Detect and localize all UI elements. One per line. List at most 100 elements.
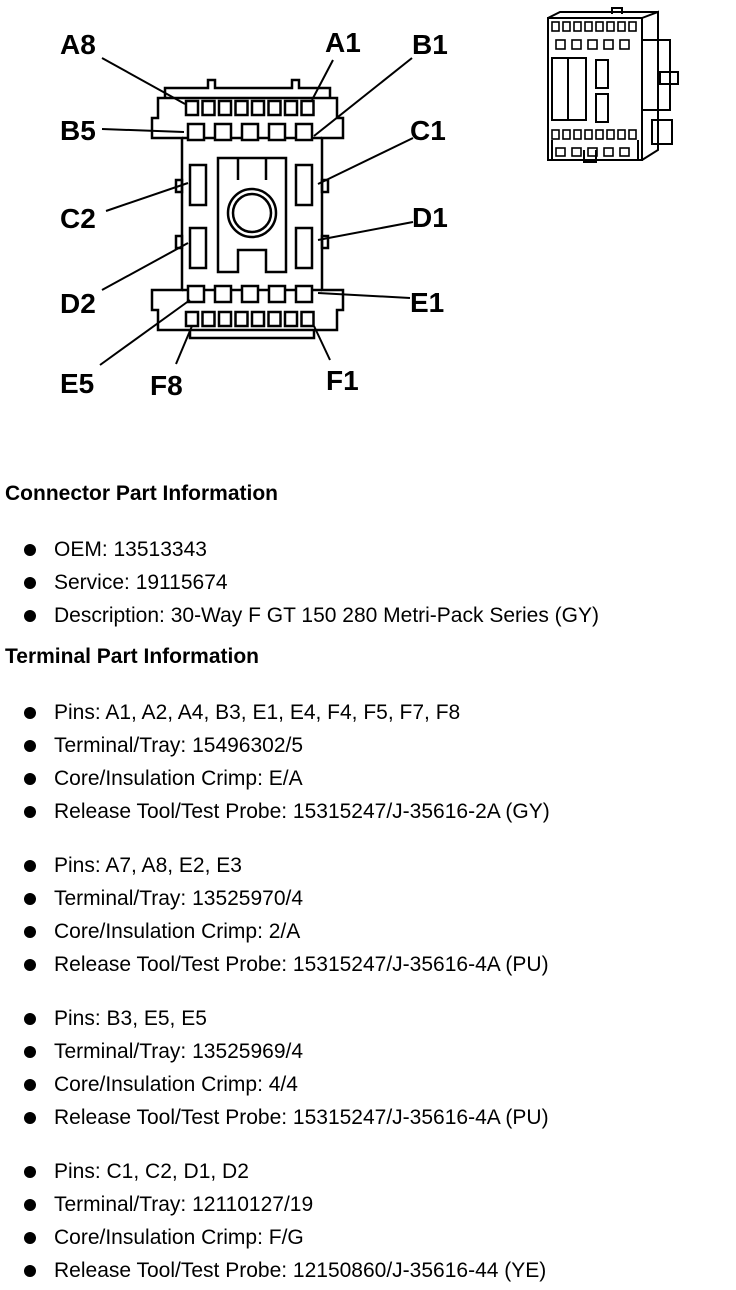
cavity-3d-top — [617, 21, 626, 32]
cavity-row-e — [213, 284, 233, 304]
cavity-row-a — [201, 99, 216, 117]
cavity-row-a — [300, 99, 315, 117]
cavity-row-f — [184, 310, 200, 328]
bullet-icon — [24, 860, 36, 872]
bullet-icon — [24, 1046, 36, 1058]
list-item: Description: 30-Way F GT 150 280 Metri-P… — [0, 599, 599, 632]
list-item: OEM: 13513343 — [0, 533, 599, 566]
list-item: Core/Insulation Crimp: 2/A — [0, 915, 549, 948]
cavity-3d-bottom-b — [587, 147, 598, 157]
item-text: Service: 19115674 — [54, 571, 228, 594]
item-text: Terminal/Tray: 13525969/4 — [54, 1040, 304, 1063]
terminal-group-3: Pins: B3, E5, E5 Terminal/Tray: 13525969… — [0, 1002, 549, 1134]
pin-label-e1: E1 — [410, 287, 444, 318]
item-text: Pins: A1, A2, A4, B3, E1, E4, F4, F5, F7… — [54, 701, 461, 724]
cavity-3d-top — [573, 21, 582, 32]
cavity-3d-bottom-b — [619, 147, 630, 157]
item-text: Release Tool/Test Probe: 12150860/J-3561… — [54, 1259, 547, 1282]
cavity-row-f — [300, 310, 315, 328]
list-item: Service: 19115674 — [0, 566, 599, 599]
item-text: Terminal/Tray: 12110127/19 — [54, 1193, 314, 1216]
cavity-row-a — [267, 99, 282, 117]
cavity-row-a — [217, 99, 233, 117]
cavity-3d-top-b — [603, 39, 614, 50]
cavity-3d-bottom — [606, 129, 615, 140]
terminal-group-4: Pins: C1, C2, D1, D2 Terminal/Tray: 1211… — [0, 1155, 546, 1287]
list-item: Core/Insulation Crimp: F/G — [0, 1221, 546, 1254]
bullet-icon — [24, 893, 36, 905]
cavity-3d-bottom — [628, 129, 637, 140]
list-item: Release Tool/Test Probe: 12150860/J-3561… — [0, 1254, 546, 1287]
list-item: Core/Insulation Crimp: E/A — [0, 762, 550, 795]
pin-label-d1: D1 — [412, 202, 448, 233]
terminal-section-title: Terminal Part Information — [5, 645, 259, 668]
cavity-3d-top-b — [555, 39, 566, 50]
bullet-icon — [24, 1112, 36, 1124]
connector-section-title: Connector Part Information — [5, 482, 279, 505]
bullet-icon — [24, 1166, 36, 1178]
pin-label-a1: A1 — [325, 27, 361, 58]
bullet-icon — [24, 1079, 36, 1091]
cavity-row-f — [234, 310, 249, 328]
connector-3d-view — [547, 7, 679, 163]
cavity-3d-bottom-b — [555, 147, 566, 157]
bullet-icon — [24, 577, 36, 589]
bullet-icon — [24, 959, 36, 971]
cavity-3d-top-b — [587, 39, 598, 50]
cavity-3d-bottom — [617, 129, 626, 140]
bullet-icon — [24, 610, 36, 622]
cavity-3d-bottom — [562, 129, 571, 140]
terminal-group-1: Pins: A1, A2, A4, B3, E1, E4, F4, F5, F7… — [0, 696, 550, 828]
list-item: Terminal/Tray: 13525969/4 — [0, 1035, 549, 1068]
cavity-3d-bottom-b — [603, 147, 614, 157]
item-text: Core/Insulation Crimp: E/A — [54, 767, 303, 790]
cavity-3d-top — [628, 21, 637, 32]
list-item: Release Tool/Test Probe: 15315247/J-3561… — [0, 795, 550, 828]
cavity-row-f — [217, 310, 233, 328]
pin-label-e5: E5 — [60, 368, 94, 399]
bullet-icon — [24, 740, 36, 752]
cavity-d2 — [188, 226, 208, 270]
cavity-c2 — [188, 163, 208, 207]
pin-label-c1: C1 — [410, 115, 446, 146]
cavity-row-f — [267, 310, 282, 328]
cavity-row-a — [234, 99, 249, 117]
item-text: Core/Insulation Crimp: F/G — [54, 1226, 304, 1249]
bullet-icon — [24, 1232, 36, 1244]
bullet-icon — [24, 1199, 36, 1211]
cavity-c1 — [294, 163, 314, 207]
pin-label-f1: F1 — [326, 365, 359, 396]
item-text: Pins: A7, A8, E2, E3 — [54, 854, 242, 877]
cavity-row-e — [186, 284, 206, 304]
cavity-row-f — [283, 310, 299, 328]
list-item: Pins: C1, C2, D1, D2 — [0, 1155, 546, 1188]
cavity-3d-top — [551, 21, 560, 32]
item-text: Pins: C1, C2, D1, D2 — [54, 1160, 249, 1183]
cavity-row-e — [294, 284, 314, 304]
list-item: Release Tool/Test Probe: 15315247/J-3561… — [0, 1101, 549, 1134]
cavity-row-b — [213, 122, 233, 142]
bullet-icon — [24, 926, 36, 938]
item-text: OEM: 13513343 — [54, 538, 207, 561]
item-text: Release Tool/Test Probe: 15315247/J-3561… — [54, 800, 550, 823]
item-text: Pins: B3, E5, E5 — [54, 1007, 207, 1030]
cavity-3d-top — [595, 21, 604, 32]
list-item: Terminal/Tray: 15496302/5 — [0, 729, 550, 762]
item-text: Core/Insulation Crimp: 4/4 — [54, 1073, 298, 1096]
cavity-row-b — [240, 122, 260, 142]
bullet-icon — [24, 773, 36, 785]
item-text: Release Tool/Test Probe: 15315247/J-3561… — [54, 953, 549, 976]
connector-diagram: A8 A1 B1 B5 C1 C2 D1 D2 E1 E5 F8 F1 — [60, 7, 679, 401]
bullet-icon — [24, 1013, 36, 1025]
cavity-row-e — [240, 284, 260, 304]
pin-label-f8: F8 — [150, 370, 183, 401]
cavity-row-a — [184, 99, 200, 117]
bullet-icon — [24, 544, 36, 556]
cavity-3d-bottom — [573, 129, 582, 140]
cavity-d1 — [294, 226, 314, 270]
list-item: Pins: A1, A2, A4, B3, E1, E4, F4, F5, F7… — [0, 696, 550, 729]
list-item: Pins: A7, A8, E2, E3 — [0, 849, 549, 882]
cavity-row-f — [250, 310, 266, 328]
list-item: Terminal/Tray: 12110127/19 — [0, 1188, 546, 1221]
list-item: Release Tool/Test Probe: 15315247/J-3561… — [0, 948, 549, 981]
